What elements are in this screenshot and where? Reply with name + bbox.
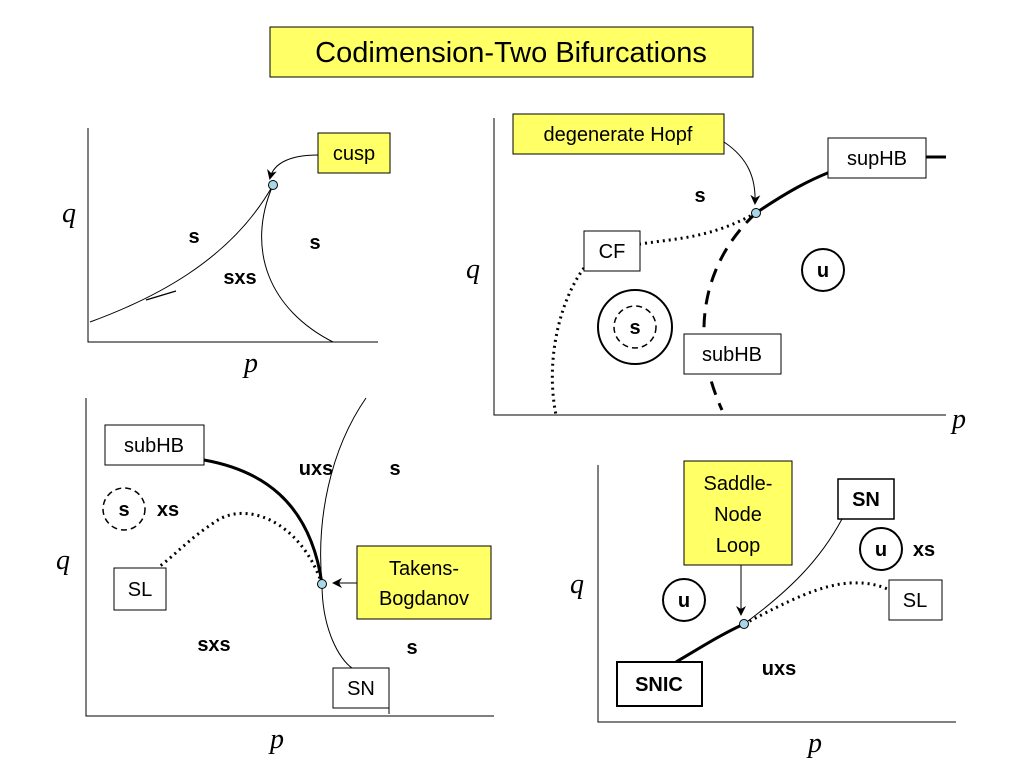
snl-sl-label: SL xyxy=(903,590,927,612)
snl-sl-curve xyxy=(743,581,891,626)
snl-callout-line2: Node xyxy=(714,504,762,526)
tb-subhb-label: subHB xyxy=(124,435,184,457)
snl-callout-line1: Saddle- xyxy=(704,473,773,495)
tb-sn-curve-lower xyxy=(321,583,353,669)
dh-arrow xyxy=(723,141,761,205)
tb-axes xyxy=(85,398,494,717)
cusp-callout-label: cusp xyxy=(333,143,375,165)
snl-unstable-circle-left xyxy=(662,578,706,622)
cusp-callout-box xyxy=(317,132,391,174)
dh-inner-cycle xyxy=(613,305,657,349)
title-box: Codimension-Two Bifurcations xyxy=(269,26,754,78)
dh-callout-box xyxy=(512,113,725,155)
tb-sl-curve xyxy=(159,512,324,585)
dh-subhb-box xyxy=(683,333,782,375)
tb-sn-curve-upper xyxy=(320,397,367,585)
dh-cf-curve xyxy=(639,211,757,246)
dh-cf-curve-lower xyxy=(550,267,586,416)
tb-xlabel: p xyxy=(268,724,284,755)
cusp-arrow xyxy=(267,154,319,180)
snl-region-xs: xs xyxy=(913,539,935,561)
tb-subhb-curve xyxy=(203,458,324,585)
tb-region-uxs: uxs xyxy=(299,458,333,480)
dh-unstable-circle xyxy=(801,248,845,292)
dh-suphb-label: supHB xyxy=(847,148,907,170)
dh-cf-box xyxy=(583,230,641,272)
dh-outer-cycle xyxy=(597,289,673,365)
page-title: Codimension-Two Bifurcations xyxy=(315,37,707,69)
dh-region-unstable: u xyxy=(817,260,829,282)
dh-subhb-label: subHB xyxy=(702,344,762,366)
tb-region-sxs: sxs xyxy=(197,634,230,656)
tb-unstable-cycle xyxy=(102,487,146,531)
cusp-region-bistable: sxs xyxy=(223,267,256,289)
snl-callout-box xyxy=(683,460,793,566)
tb-sl-label: SL xyxy=(128,579,152,601)
tb-region-xs: xs xyxy=(157,499,179,521)
snl-sl-box xyxy=(888,579,943,621)
snl-sn-box xyxy=(837,478,895,520)
snl-region-u-left: u xyxy=(678,590,690,612)
tb-region-s-top: s xyxy=(389,458,400,480)
snl-sn-label: SN xyxy=(852,489,880,511)
tb-region-cycle-s: s xyxy=(118,499,129,521)
cusp-curve-tick xyxy=(145,290,177,301)
dh-axes xyxy=(493,118,946,416)
dh-xlabel: p xyxy=(950,404,966,435)
cusp-fold-curve-left xyxy=(89,184,274,323)
cusp-region-left: s xyxy=(188,226,199,248)
cusp-xlabel: p xyxy=(242,348,258,379)
panel-degenerate-hopf: q p degenerate Hopf supHB CF subHB s u s xyxy=(466,113,966,435)
snl-point xyxy=(739,619,749,629)
tb-callout-line2: Bogdanov xyxy=(379,588,469,610)
tb-sn-box xyxy=(332,667,390,709)
cusp-fold-curve-right xyxy=(261,184,334,343)
snl-xlabel: p xyxy=(806,728,822,759)
cusp-point xyxy=(268,180,278,190)
snl-snic-box xyxy=(616,661,703,707)
panel-takens-bogdanov: q p subHB SL SN Takens- Bogdanov uxs s s… xyxy=(56,397,494,755)
panel-cusp: q p cusp s s sxs xyxy=(62,128,391,379)
snl-snic-label: SNIC xyxy=(635,674,683,696)
dh-suphb-box xyxy=(827,137,927,179)
tb-point xyxy=(317,579,327,589)
cusp-ylabel: q xyxy=(62,198,76,229)
snl-ylabel: q xyxy=(570,569,584,600)
tb-ylabel: q xyxy=(56,545,70,576)
dh-callout-label: degenerate Hopf xyxy=(543,124,692,146)
cusp-region-right: s xyxy=(309,232,320,254)
snl-callout-line3: Loop xyxy=(716,535,761,557)
tb-sn-label: SN xyxy=(347,678,375,700)
cusp-axes xyxy=(87,128,378,343)
snl-region-u-right: u xyxy=(875,539,887,561)
tb-sl-box xyxy=(113,567,167,611)
dh-region-stable: s xyxy=(694,185,705,207)
snl-sn-curve xyxy=(743,518,843,625)
snl-snic-curve xyxy=(675,622,745,664)
dh-region-bistable: s xyxy=(629,317,640,339)
tb-subhb-box xyxy=(104,424,205,466)
snl-region-uxs: uxs xyxy=(762,658,796,680)
dh-cf-label: CF xyxy=(599,241,626,263)
panel-saddle-node-loop: q p Saddle- Node Loop SN SL SNIC u xs u … xyxy=(570,460,956,759)
dh-point xyxy=(751,208,761,218)
tb-region-s-bottom: s xyxy=(406,637,417,659)
dh-ylabel: q xyxy=(466,254,480,285)
dh-subhb-curve xyxy=(702,211,758,411)
snl-unstable-circle-right xyxy=(859,527,903,571)
snl-axes xyxy=(597,465,956,723)
tb-callout-line1: Takens- xyxy=(389,558,459,580)
tb-callout-box xyxy=(356,545,492,620)
dh-suphb-curve xyxy=(755,170,831,215)
